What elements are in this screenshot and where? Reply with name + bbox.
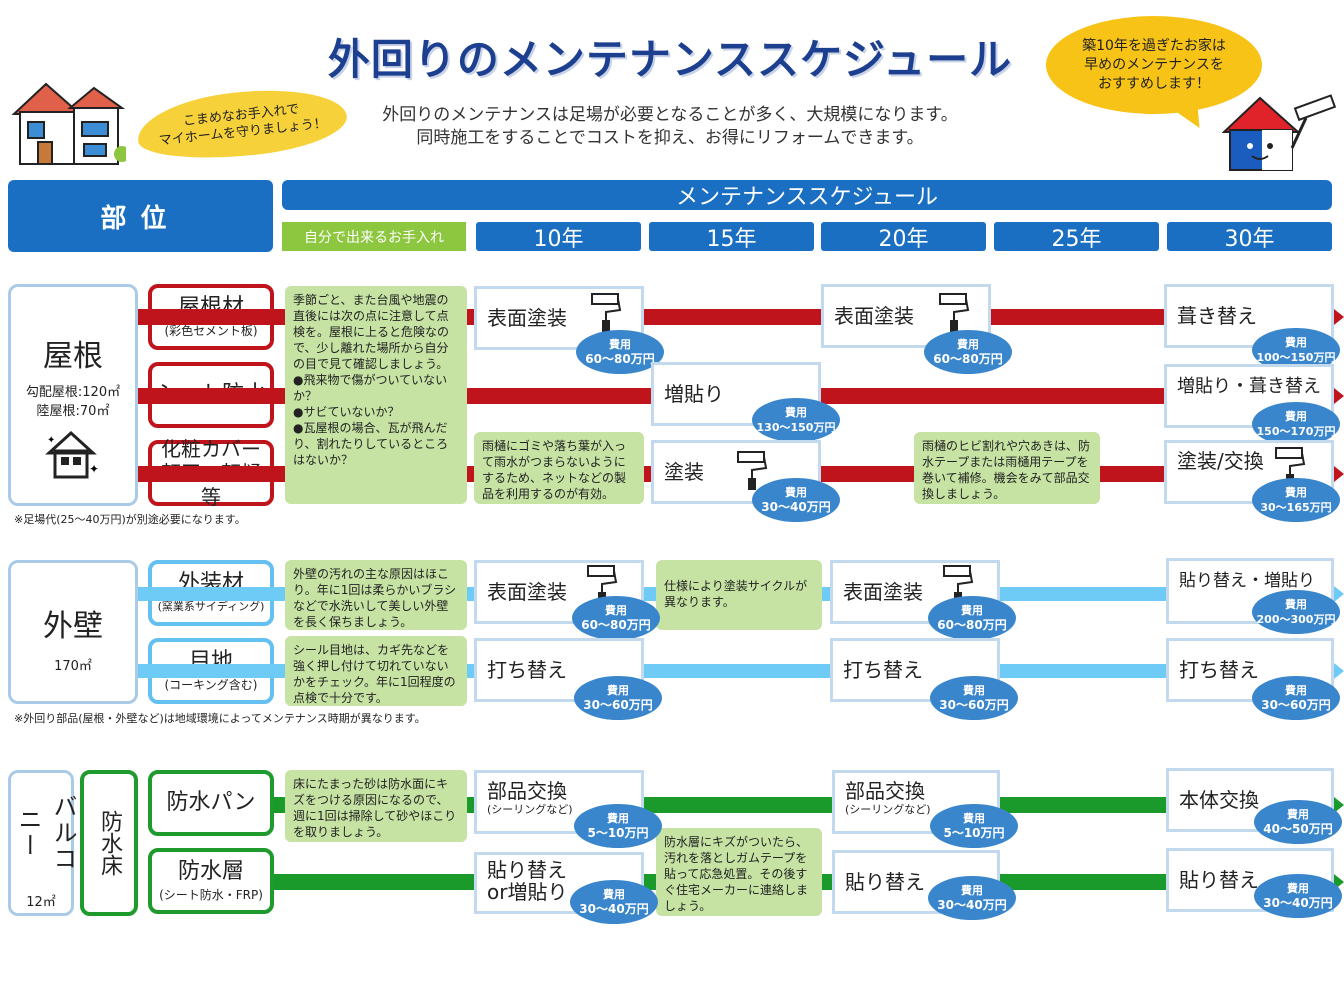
- wall-footnote: ※外回り部品(屋根・外壁など)は地域環境によってメンテナンス時期が異なります。: [14, 712, 426, 725]
- wall-arrow-1: [1334, 586, 1344, 602]
- header-year-15: 15年: [649, 222, 814, 252]
- wall-cycle-note: 仕様により塗装サイクルが異なります。: [656, 560, 822, 630]
- balcony-task-2: 部品交換(シーリングなど): [832, 770, 1000, 834]
- wall-area: 170㎡: [54, 659, 92, 674]
- wall-task-5: 打ち替え: [830, 638, 1000, 702]
- balcony-sub-layer: 防水層 (シート防水・FRP): [148, 848, 274, 914]
- roof-task-7: 塗装/交換: [1164, 440, 1334, 504]
- header-year-20: 20年: [821, 222, 986, 252]
- roof-sub3-line1: 化粧カバー: [161, 437, 261, 461]
- header-year-30: 30年: [1167, 222, 1332, 252]
- svg-text:✦: ✦: [47, 435, 55, 446]
- intro-line-2: 同時施工をすることでコストを抑え、お得にリフォームできます。: [416, 128, 924, 148]
- header-year-25: 25年: [994, 222, 1159, 252]
- intro-text: 外回りのメンテナンスは足場が必要となることが多く、大規模になります。 同時施工を…: [340, 104, 1000, 150]
- roof-sub1-note: (彩色セメント板): [164, 323, 258, 338]
- wall-task-1: 表面塗装: [474, 560, 644, 624]
- wall-self-care-note-1: 外壁の汚れの主な原因はほこり。年に1回は柔らかいブラシなどで水洗いして美しい外壁…: [285, 560, 467, 630]
- balcony-name: バルコニー: [14, 794, 77, 872]
- balcony-self-care-note: 床にたまった砂は防水面にキズをつける原因になるので、週に1回は掃除して砂やほこり…: [285, 770, 467, 842]
- speech-bubble-left: こまめなお手入れで マイホームを守りましょう！: [134, 81, 350, 167]
- balcony-sub1-name: 防水パン: [166, 790, 256, 815]
- paint-roller-icon: [734, 450, 768, 492]
- roof-arrow-2: [1334, 388, 1344, 404]
- house-mascot-illustration: [1221, 92, 1342, 174]
- balcony-sub2-name: 防水層: [177, 858, 244, 884]
- roof-name: 屋根: [43, 339, 103, 374]
- paint-roller-icon: [936, 292, 970, 334]
- roof-area-2: 陸屋根:70㎡: [36, 404, 110, 419]
- svg-text:✦: ✦: [89, 462, 99, 476]
- balcony-emergency-note: 防水層にキズがついたら、汚れを落としガムテープを貼って応急処置。その後すぐ住宅メ…: [656, 828, 822, 916]
- roof-arrow-1: [1334, 309, 1344, 325]
- roof-sub-cover: 化粧カバー 軒天・軒樋等: [148, 437, 274, 509]
- balcony-sub2-note: (シート防水・FRP): [159, 887, 263, 902]
- balcony-floor-name: 防水床: [97, 810, 122, 876]
- intro-line-1: 外回りのメンテナンスは足場が必要となることが多く、大規模になります。: [382, 105, 958, 125]
- roof-gutter-note: 雨樋にゴミや落ち葉が入って雨水がつまらないようにするため、ネットなどの製品を利用…: [474, 432, 644, 504]
- wall-arrow-2: [1334, 663, 1344, 679]
- wall-sub2-note: (コーキング含む): [164, 677, 258, 692]
- roof-area-1: 勾配屋根:120㎡: [25, 385, 121, 400]
- header-schedule: メンテナンススケジュール: [282, 180, 1332, 210]
- speech-bubble-right: 築10年を過ぎたお家は 早めのメンテナンスを おすすめします！: [1046, 16, 1262, 114]
- header-self-care: 自分で出来るお手入れ: [282, 222, 466, 251]
- wall-sub1-note: (窯業系サイディング): [157, 600, 265, 613]
- roof-footnote: ※足場代(25〜40万円)が別途必要になります。: [14, 513, 246, 526]
- roof-gutter-note-2: 雨樋のヒビ割れや穴あきは、防水テープまたは雨樋用テープを巻いて補修。機会をみて部…: [914, 432, 1100, 504]
- header-part: 部位: [8, 180, 273, 252]
- category-balcony: バルコニー 12㎡: [8, 770, 77, 916]
- category-wall: 外壁 170㎡: [8, 560, 138, 704]
- house-illustration: [10, 78, 130, 168]
- header-year-10: 10年: [476, 222, 641, 252]
- page-title: 外回りのメンテナンススケジュール: [327, 35, 1013, 84]
- balcony-arrow-1: [1334, 797, 1344, 813]
- balcony-sub-pan: 防水パン: [148, 770, 274, 836]
- roof-self-care-note: 季節ごと、また台風や地震の直後には次の点に注意して点検を。屋根に上ると危険なので…: [285, 286, 467, 504]
- roof-arrow-3: [1334, 466, 1344, 482]
- wall-self-care-note-2: シール目地は、カギ先などを強く押し付けて切れていないかをチェック。年に1回程度の…: [285, 636, 467, 706]
- balcony-task-1: 部品交換(シーリングなど): [474, 770, 644, 834]
- balcony-arrow-2: [1334, 874, 1344, 890]
- house-sparkle-icon: ✦✦: [45, 429, 101, 481]
- balcony-floor: 防水床: [80, 770, 138, 916]
- category-roof: 屋根 勾配屋根:120㎡ 陸屋根:70㎡ ✦✦: [8, 284, 138, 506]
- wall-name: 外壁: [43, 609, 103, 644]
- balcony-area: 12㎡: [26, 895, 56, 910]
- paint-roller-icon: [588, 292, 622, 334]
